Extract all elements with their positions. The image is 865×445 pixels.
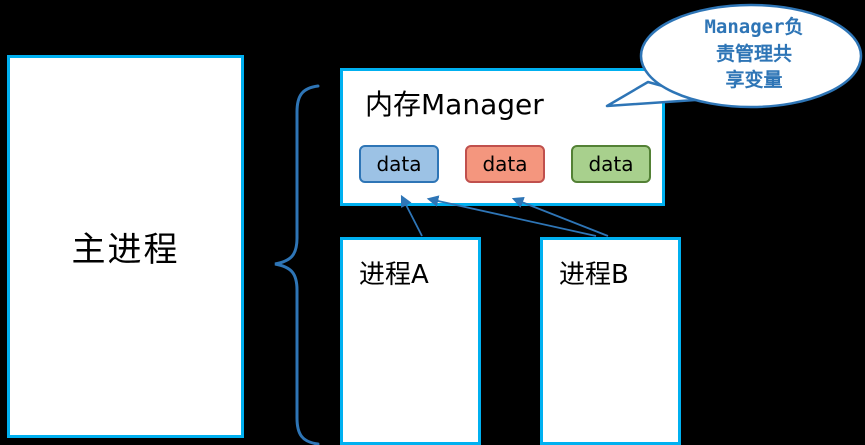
process-a-label: 进程A	[359, 260, 429, 290]
process-a-box: 进程A	[340, 237, 481, 445]
data-chip-orange: data	[465, 145, 545, 183]
main-process-label: 主进程	[71, 230, 180, 270]
callout-line: 享变量	[725, 69, 783, 92]
memory-manager-title: 内存Manager	[365, 88, 544, 121]
callout-line: Manager负	[704, 16, 804, 38]
callout-text: Manager负 责管理共 享变量	[684, 14, 824, 94]
data-chip-label: data	[482, 152, 528, 176]
process-b-label: 进程B	[559, 260, 629, 290]
memory-manager-box: 内存Manager data data data	[340, 68, 665, 206]
main-process-box: 主进程	[7, 55, 244, 438]
curly-brace	[274, 84, 320, 445]
data-chip-row: data data data	[359, 145, 662, 183]
data-chip-label: data	[588, 152, 634, 176]
data-chip-green: data	[571, 145, 651, 183]
process-b-box: 进程B	[540, 237, 681, 445]
data-chip-blue: data	[359, 145, 439, 183]
callout-line: 责管理共	[715, 42, 792, 65]
callout-bubble-body	[639, 3, 863, 109]
data-chip-label: data	[376, 152, 422, 176]
